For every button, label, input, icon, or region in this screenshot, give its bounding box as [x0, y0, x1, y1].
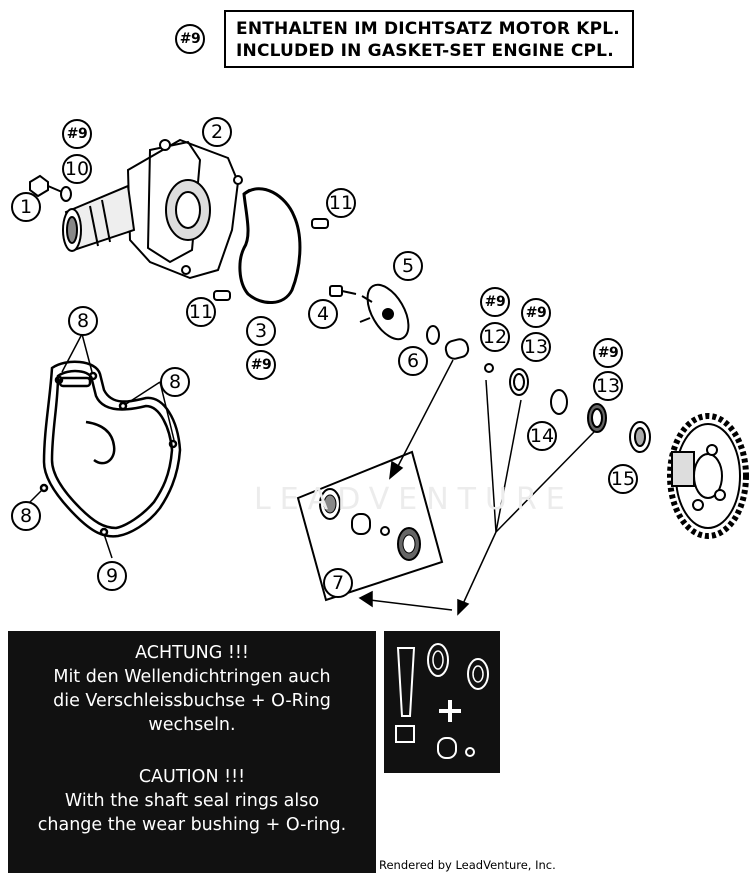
legend-line-de: ENTHALTEN IM DICHTSATZ MOTOR KPL. [236, 19, 620, 39]
warning-line-en-1: With the shaft seal rings also [64, 791, 320, 811]
impeller-screw-part [329, 285, 357, 297]
shaft-seal-part [426, 325, 494, 373]
housing-gasket-part [238, 187, 302, 304]
watermark: LEADVENTURE [254, 482, 574, 517]
callout-1[interactable]: 1 [11, 192, 41, 222]
footer-credit: Rendered by LeadVenture, Inc. [379, 858, 556, 872]
callout-15[interactable]: 15 [608, 464, 638, 494]
callout-7[interactable]: 7 [323, 568, 353, 598]
seal-kit-box [296, 450, 444, 602]
warning-line-de-2: die Verschleissbuchse + O-Ring [53, 691, 331, 711]
water-pump-shaft-parts [509, 368, 651, 453]
drive-gear-part [667, 413, 749, 539]
callout-13a-hash: #9 [521, 298, 551, 328]
callout-6[interactable]: 6 [398, 346, 428, 376]
warning-title-en: CAUTION !!! [138, 767, 246, 787]
callout-8b[interactable]: 8 [160, 367, 190, 397]
callout-11a[interactable]: 11 [326, 188, 356, 218]
callout-3[interactable]: 3 [246, 316, 276, 346]
callout-10[interactable]: 10 [62, 154, 92, 184]
warning-line-de-1: Mit den Wellendichtringen auch [53, 667, 331, 687]
warning-title-de: ACHTUNG !!! [135, 643, 249, 663]
callout-8a[interactable]: 8 [68, 306, 98, 336]
warning-panel: ACHTUNG !!! Mit den Wellendichtringen au… [8, 631, 376, 873]
callout-13a[interactable]: 13 [521, 332, 551, 362]
callout-12[interactable]: 12 [480, 322, 510, 352]
callout-4[interactable]: 4 [308, 299, 338, 329]
impeller-part [359, 283, 410, 341]
pump-housing-part [62, 138, 243, 280]
callout-14[interactable]: 14 [527, 421, 557, 451]
callout-5[interactable]: 5 [393, 251, 423, 281]
kit-warning-panel-icons [384, 631, 500, 773]
bolt-part [29, 174, 63, 198]
callout-9[interactable]: 9 [97, 561, 127, 591]
warning-line-de-3: wechseln. [148, 715, 236, 735]
legend-badge: #9 [175, 24, 205, 54]
pointer-arrows [358, 359, 595, 616]
callout-11b[interactable]: 11 [186, 297, 216, 327]
callout-13b[interactable]: 13 [593, 371, 623, 401]
callout-2[interactable]: 2 [202, 117, 232, 147]
callout-13b-hash: #9 [593, 338, 623, 368]
warning-line-en-2: change the wear bushing + O-ring. [37, 815, 347, 835]
callout-8c[interactable]: 8 [11, 501, 41, 531]
legend-box: ENTHALTEN IM DICHTSATZ MOTOR KPL. INCLUD… [224, 10, 634, 68]
legend-line-en: INCLUDED IN GASKET-SET ENGINE CPL. [236, 41, 614, 61]
callout-12-hash: #9 [480, 287, 510, 317]
cover-gasket-outline [39, 360, 182, 538]
callout-3-hash: #9 [246, 350, 276, 380]
callout-10-hash: #9 [62, 119, 92, 149]
dowel-pin-part [213, 218, 329, 301]
washer-part [60, 186, 72, 202]
